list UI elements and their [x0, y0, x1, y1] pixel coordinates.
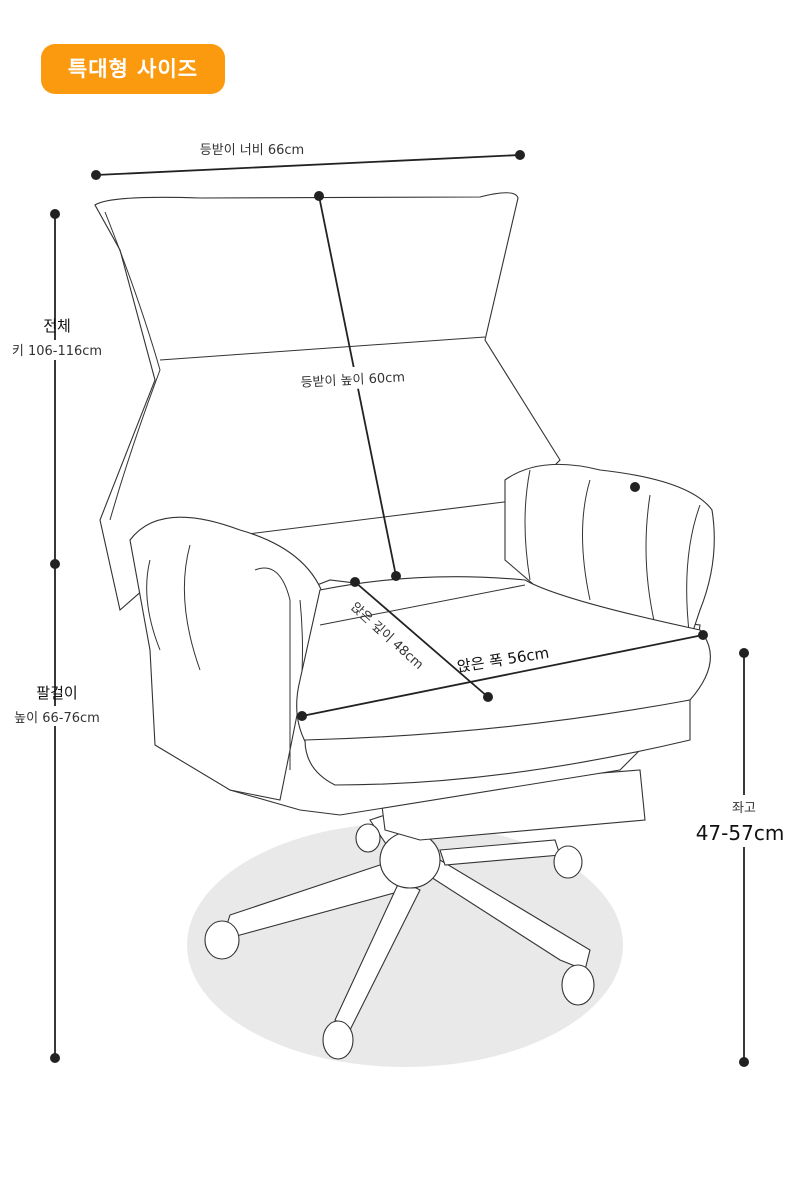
seat-height-title: 좌고 — [732, 801, 756, 816]
armrest-height-title: 팔걸이 — [36, 684, 77, 702]
floor-shadow — [187, 823, 623, 1067]
oversize-badge: 특대형 사이즈 — [41, 44, 225, 94]
right-armrest — [504, 463, 715, 641]
armrest-height-value: 높이 66-76cm — [14, 711, 100, 726]
total-height-value: 키 106-116cm — [12, 344, 102, 359]
seat-height-value: 47-57cm — [696, 821, 785, 845]
chair-base — [204, 814, 595, 1060]
total-height-title: 전체 — [43, 317, 71, 335]
backrest-width-label: 등받이 너비 66cm — [200, 143, 304, 158]
backrest — [94, 192, 561, 612]
backrest-height-label: 등받이 높이 60cm — [300, 370, 405, 390]
